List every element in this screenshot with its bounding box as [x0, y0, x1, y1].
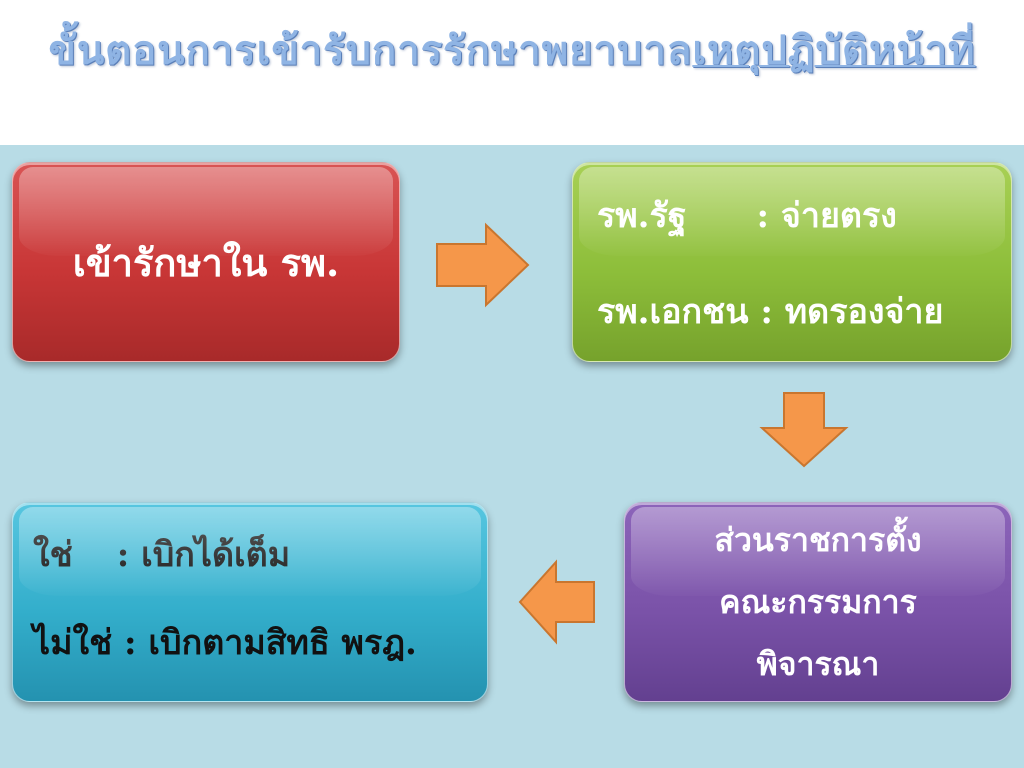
- result-yes-value: : เบิกได้เต็ม: [116, 535, 291, 575]
- box-admit-label: เข้ารักษาใน รพ.: [72, 239, 340, 285]
- title-main: ขั้นตอนการเข้ารับการรักษาพยาบาล: [48, 28, 693, 74]
- left-arrow-icon: [518, 559, 595, 645]
- result-yes-key: ใช่: [33, 535, 73, 575]
- committee-line-2: คณะกรรมการ: [719, 583, 917, 621]
- page-title: ขั้นตอนการเข้ารับการรักษาพยาบาลเหตุปฏิบั…: [0, 18, 1024, 82]
- payment-line-public: รพ.รัฐ : จ่ายตรง: [597, 191, 1011, 241]
- box-payment-method: รพ.รัฐ : จ่ายตรง รพ.เอกชน : ทดรองจ่าย: [572, 162, 1012, 362]
- box-reimbursement-result: ใช่ : เบิกได้เต็ม ไม่ใช่ : เบิกตามสิทธิ พ…: [12, 502, 488, 702]
- payment-private-key: รพ.เอกชน: [597, 292, 749, 332]
- down-arrow-icon: [759, 392, 849, 468]
- box-committee: ส่วนราชการตั้ง คณะกรรมการ พิจารณา: [624, 502, 1012, 702]
- result-line-yes: ใช่ : เบิกได้เต็ม: [33, 529, 487, 581]
- right-arrow-icon: [436, 222, 530, 308]
- payment-public-key: รพ.รัฐ: [597, 196, 687, 236]
- result-line-no: ไม่ใช่ : เบิกตามสิทธิ พรฎ.: [33, 617, 487, 669]
- committee-line-1: ส่วนราชการตั้ง: [714, 521, 922, 559]
- payment-line-private: รพ.เอกชน : ทดรองจ่าย: [597, 287, 1011, 337]
- result-no-key: ไม่ใช่: [33, 623, 113, 663]
- result-no-value: : เบิกตามสิทธิ พรฎ.: [124, 623, 417, 663]
- committee-line-3: พิจารณา: [756, 645, 880, 683]
- payment-public-value: : จ่ายตรง: [756, 196, 897, 236]
- box-admit-to-hospital: เข้ารักษาใน รพ.: [12, 162, 400, 362]
- title-underlined: เหตุปฏิบัติหน้าที่: [692, 28, 976, 74]
- payment-private-value: : ทดรองจ่าย: [760, 292, 944, 332]
